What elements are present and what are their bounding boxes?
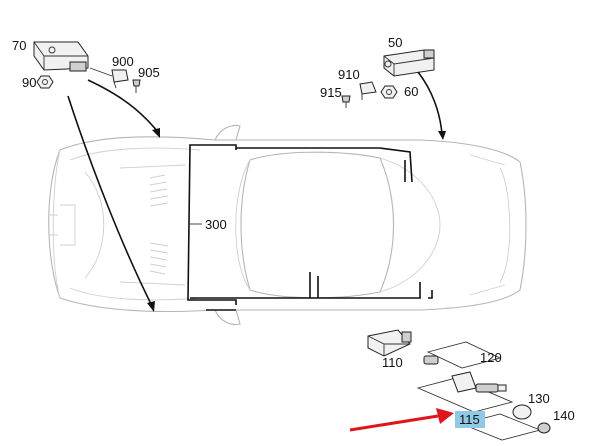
cap-130-part — [460, 404, 542, 441]
pointer-arrows — [67, 71, 446, 312]
valve-stem-115-part — [416, 371, 514, 413]
car-outline — [48, 124, 527, 326]
nut-60-part — [380, 85, 398, 99]
red-arrow-icon — [349, 408, 454, 432]
label-50: 50 — [388, 35, 402, 50]
cap-140-part — [537, 422, 551, 434]
clip-910-part — [359, 81, 377, 100]
label-115: 115 — [459, 412, 480, 427]
label-910: 910 — [338, 67, 360, 82]
label-905: 905 — [138, 65, 160, 80]
label-900: 900 — [112, 54, 134, 69]
wiring-harness — [187, 144, 433, 311]
screw-915-part — [341, 95, 351, 108]
control-unit-50 — [383, 49, 435, 77]
nut-90-part — [36, 75, 54, 89]
label-140: 140 — [553, 408, 575, 423]
label-70: 70 — [12, 38, 26, 53]
clip-900-part — [111, 69, 129, 89]
part-115-highlight — [455, 411, 485, 428]
label-130: 130 — [528, 391, 550, 406]
valve-120-part — [423, 341, 502, 369]
screw-905-part — [132, 79, 141, 93]
leader-line — [89, 67, 113, 77]
tpms-sensor-110 — [367, 329, 412, 357]
label-915: 915 — [320, 85, 342, 100]
control-unit-70 — [33, 41, 89, 72]
label-90: 90 — [22, 75, 36, 90]
label-60: 60 — [404, 84, 418, 99]
label-300: 300 — [205, 217, 227, 232]
label-110: 110 — [382, 355, 403, 370]
label-120: 120 — [480, 350, 502, 365]
